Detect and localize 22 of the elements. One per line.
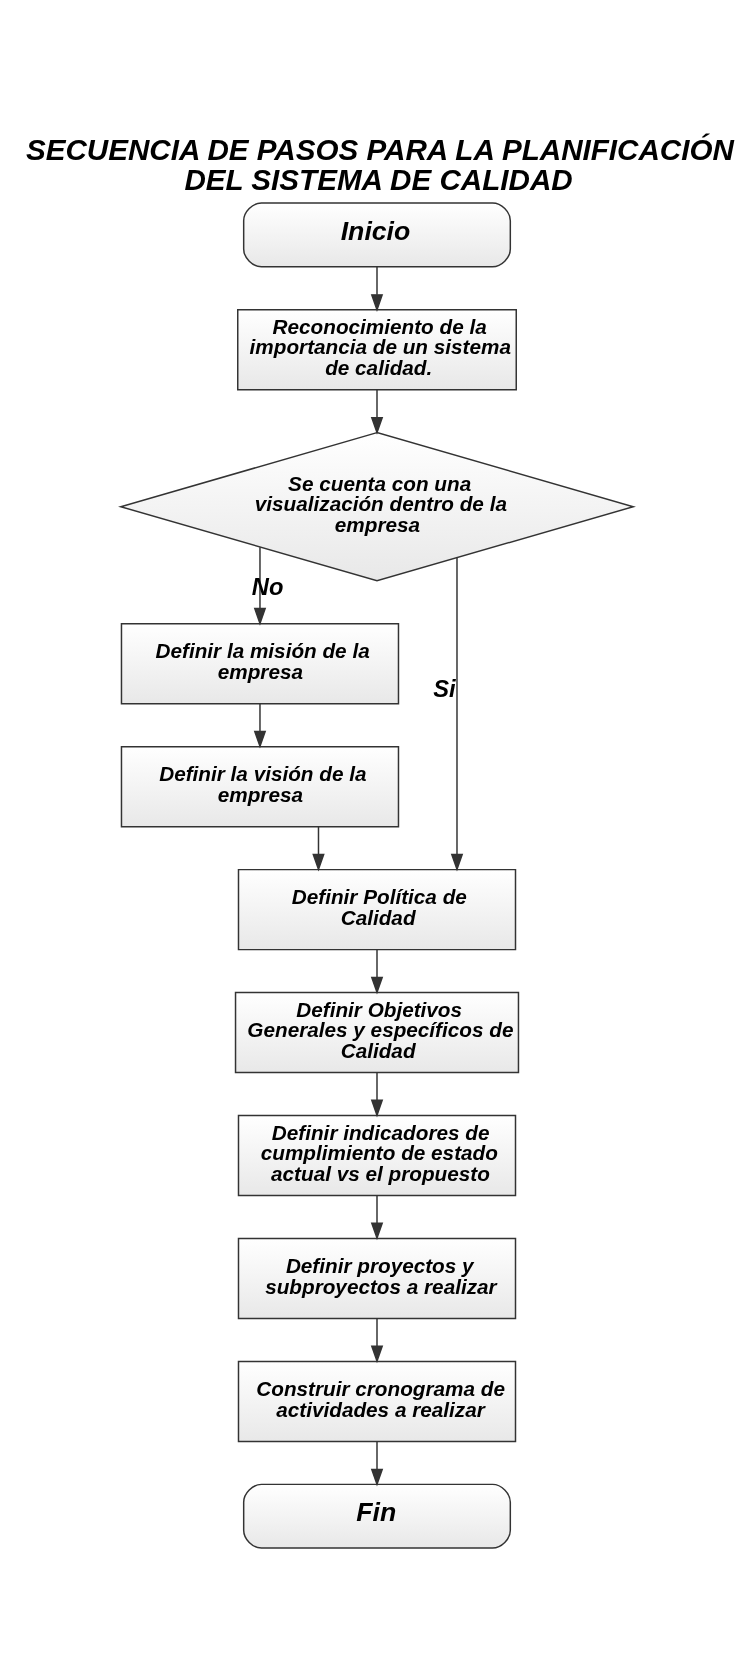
node-box: Inicio	[242, 201, 512, 267]
arrow	[370, 1440, 384, 1486]
arrow	[370, 265, 384, 312]
arrow	[450, 556, 464, 872]
node-box: Reconocimiento de la importancia de un sistema de calidad.	[237, 308, 517, 390]
node-box: Fin	[242, 1483, 512, 1549]
node-box: Definir proyectos y subproyectos a realizar	[237, 1237, 517, 1319]
diagram-title: SECUENCIA DE PASOS PARA LA PLANIFICACIÓN DEL SISTEMA DE CALIDAD	[25, 132, 734, 196]
arrow	[370, 1071, 384, 1117]
arrow	[370, 1317, 384, 1363]
arrow	[312, 825, 325, 871]
node-box: Construir cronograma de actividades a realizar	[237, 1360, 517, 1442]
node-box: Definir la visión de la empresa	[120, 745, 400, 827]
edge-label: Si	[433, 675, 456, 702]
node-box: Definir indicadores de cumplimiento de estado actual vs el propuesto	[237, 1114, 517, 1196]
arrow	[370, 388, 384, 435]
node-box: Definir la misión de la empresa	[120, 622, 400, 704]
node-box: Definir Objetivos Generales y específicos de Calidad	[234, 991, 520, 1073]
arrow	[370, 1194, 384, 1240]
arrow	[253, 702, 267, 749]
arrow	[370, 948, 384, 994]
node-box: Definir Política de Calidad	[237, 868, 517, 950]
